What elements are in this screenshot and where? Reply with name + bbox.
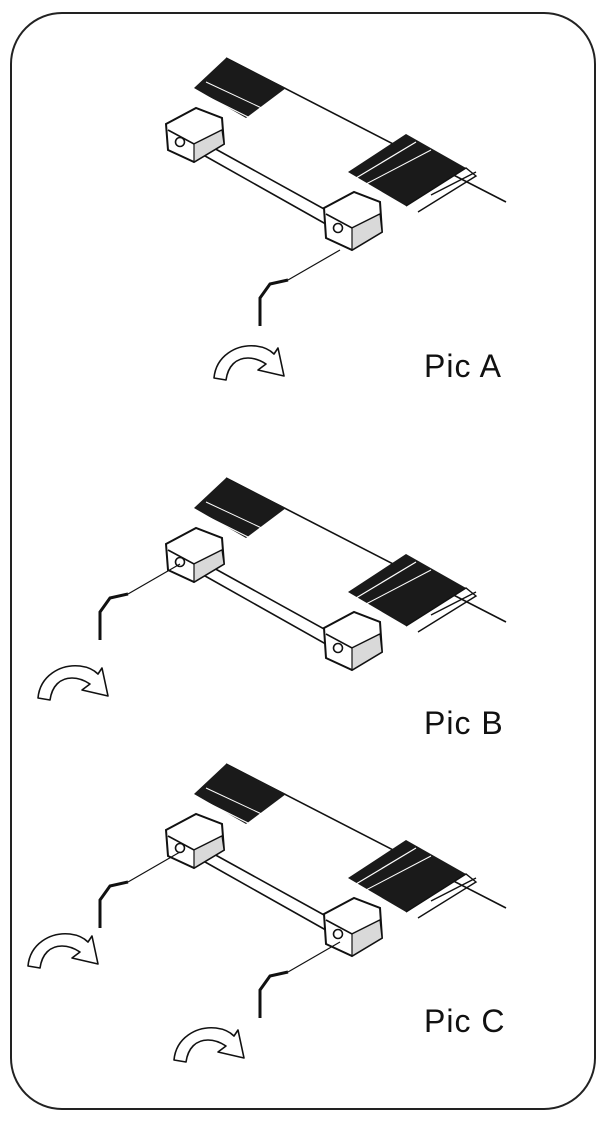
wrench-pic-c-left bbox=[98, 850, 182, 930]
rotation-arrow-pic-a-right bbox=[213, 344, 285, 381]
pic-b-label: Pic B bbox=[424, 705, 504, 741]
rounded-frame bbox=[10, 12, 596, 1110]
wrench-pic-a-right bbox=[258, 248, 342, 328]
rotation-arrow-pic-c-left bbox=[27, 932, 99, 969]
wrench-pic-c-right bbox=[258, 940, 342, 1020]
assembly-pic-c bbox=[165, 763, 507, 957]
pic-c-label: Pic C bbox=[424, 1003, 506, 1039]
assembly-pic-a bbox=[165, 57, 507, 251]
pic-a-label: Pic A bbox=[424, 348, 502, 384]
rotation-arrow-pic-c-right bbox=[173, 1026, 245, 1063]
wrench-pic-b-left bbox=[98, 562, 182, 642]
assembly-pic-b bbox=[165, 477, 507, 671]
rotation-arrow-pic-b-left bbox=[37, 664, 109, 701]
